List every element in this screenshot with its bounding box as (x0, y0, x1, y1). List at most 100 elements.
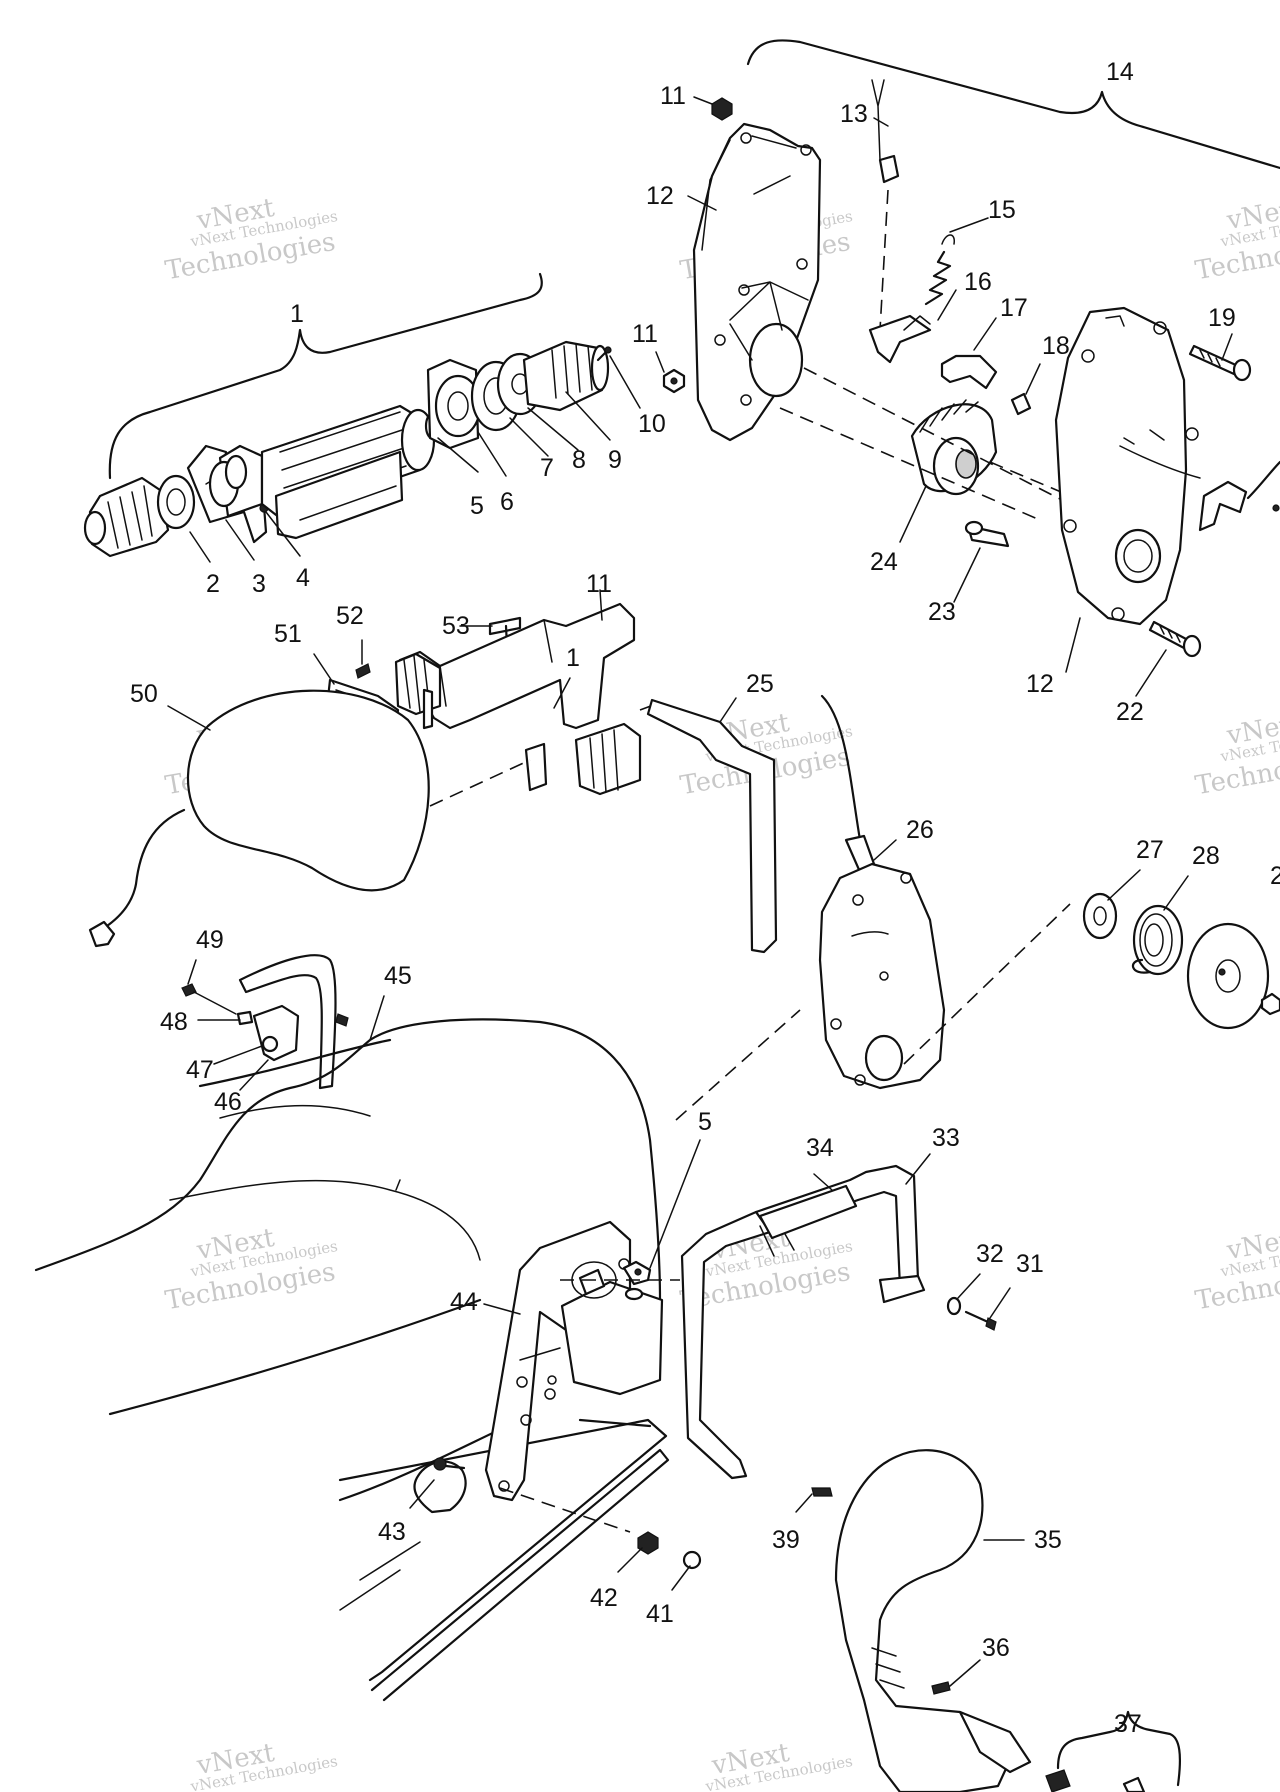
part-washer-3 (156, 474, 196, 530)
part-bolt-19 (1188, 344, 1252, 382)
part-pulley-24 (910, 399, 998, 496)
callout-5-top: 5 (470, 492, 484, 520)
callout-26: 26 (906, 816, 934, 844)
part-bracket-6 (426, 358, 482, 450)
callout-53: 53 (442, 612, 470, 640)
part-bolt-37 (1045, 1769, 1146, 1792)
callout-3: 3 (252, 570, 266, 598)
callout-16: 16 (964, 268, 992, 296)
callout-39: 39 (772, 1526, 800, 1554)
callout-52: 52 (336, 602, 364, 630)
callout-10: 10 (638, 410, 666, 438)
recoil-cover-upper (692, 122, 822, 442)
watermark-1: vNext vNext Technologies Technologies (163, 193, 339, 286)
callout-19: 19 (1208, 304, 1236, 332)
part-handle-20-partial (1198, 460, 1280, 532)
dash-bracket-to-42 (499, 1487, 631, 1533)
part-screw-49 (181, 983, 237, 1015)
part-screw-52 (355, 663, 371, 679)
callout-2: 2 (206, 570, 220, 598)
callout-49: 49 (196, 926, 224, 954)
callout-42: 42 (590, 1584, 618, 1612)
callout-51: 51 (274, 620, 302, 648)
part-headrest-50 (88, 689, 430, 948)
callout-23: 23 (928, 598, 956, 626)
callout-34: 34 (806, 1134, 834, 1162)
callout-46: 46 (214, 1088, 242, 1116)
part-nut-42 (637, 1531, 659, 1555)
part-switch-46 (252, 1004, 300, 1062)
seat-outline (34, 1018, 670, 1702)
part-knob-43 (413, 1457, 467, 1514)
shaft-line-2 (803, 367, 1063, 501)
callout-29-partial: 2 (1270, 862, 1280, 890)
part-spring-28 (1132, 904, 1184, 976)
callout-7: 7 (540, 454, 554, 482)
callout-11-b: 11 (632, 320, 658, 348)
callout-11-c: 11 (586, 570, 612, 598)
watermark-7: vNext vNext Technologies Technologies (163, 1223, 339, 1316)
callout-43: 43 (378, 1518, 406, 1546)
dash-handlebar (639, 703, 657, 711)
part-pin-18 (1010, 392, 1032, 416)
dash-cover26-2 (675, 1009, 801, 1121)
part-pin-23 (964, 520, 1010, 548)
callout-17: 17 (1000, 294, 1028, 322)
callout-15: 15 (988, 196, 1016, 224)
part-screw-10 (596, 346, 612, 362)
callout-6: 6 (500, 488, 514, 516)
callout-18: 18 (1042, 332, 1070, 360)
callout-32: 32 (976, 1240, 1004, 1268)
callout-labels: 1 2 3 4 5 6 7 8 9 10 11 11 11 12 12 13 1… (130, 58, 1280, 1738)
callout-1-mid: 1 (566, 644, 580, 672)
callout-47: 47 (186, 1056, 214, 1084)
watermark-10: vNext vNext Technologies (188, 1738, 339, 1792)
callout-45: 45 (384, 962, 412, 990)
callout-44: 44 (450, 1288, 478, 1316)
part-spring-15 (924, 234, 955, 306)
recoil-cover-lower (1054, 306, 1201, 626)
callout-24: 24 (870, 548, 898, 576)
grip-heater-assembly (83, 340, 612, 558)
callout-12-b: 12 (1026, 670, 1054, 698)
callout-48: 48 (160, 1008, 188, 1036)
callout-37: 37 (1114, 1710, 1142, 1738)
part-bracket-44 (484, 1220, 664, 1502)
callout-35: 35 (1034, 1526, 1062, 1554)
part-grip-right (522, 340, 610, 412)
part-heater-housing (205, 404, 436, 540)
callout-14: 14 (1106, 58, 1134, 86)
callout-1-top: 1 (290, 300, 304, 328)
part-pulley-29 (1186, 922, 1280, 1030)
part-bar-25 (646, 698, 778, 954)
callout-33: 33 (932, 1124, 960, 1152)
leader-lines (167, 96, 1233, 1687)
callout-41: 41 (646, 1600, 674, 1628)
shaft-line-3 (989, 461, 1081, 501)
part-screw-36 (931, 1681, 951, 1695)
part-washer-41 (682, 1550, 702, 1570)
callout-27: 27 (1136, 836, 1164, 864)
callout-8: 8 (572, 446, 586, 474)
part-nut-11-mid (662, 368, 686, 394)
callout-9: 9 (608, 446, 622, 474)
part-washer-32 (946, 1296, 962, 1316)
part-washer-5b (624, 1287, 644, 1301)
part-throttle-cable-13 (871, 79, 900, 331)
brace-14 (746, 39, 1280, 170)
callout-50: 50 (130, 680, 158, 708)
dash-cover26-1 (903, 903, 1071, 1065)
callout-31: 31 (1016, 1250, 1044, 1278)
callout-36: 36 (982, 1634, 1010, 1662)
callout-11-a: 11 (660, 82, 686, 110)
callout-22: 22 (1116, 698, 1144, 726)
part-grip-34 (758, 1184, 858, 1240)
watermark-11: vNext vNext Technologies (703, 1738, 854, 1792)
callout-4: 4 (296, 564, 310, 592)
part-cover-26 (818, 862, 946, 1090)
watermark-3: vNext vNext Technologies Technologies (1193, 193, 1280, 286)
shaft-line-1 (779, 407, 1041, 521)
watermark-9: vNext vNext Technologies Technologies (1193, 1223, 1280, 1316)
part-handlebar-1 (394, 602, 642, 796)
part-guard-35 (834, 1449, 1032, 1792)
